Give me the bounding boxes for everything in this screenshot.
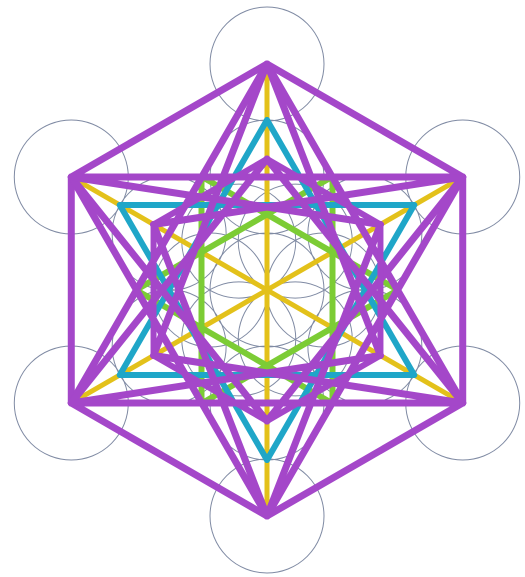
line-layer <box>71 64 462 516</box>
